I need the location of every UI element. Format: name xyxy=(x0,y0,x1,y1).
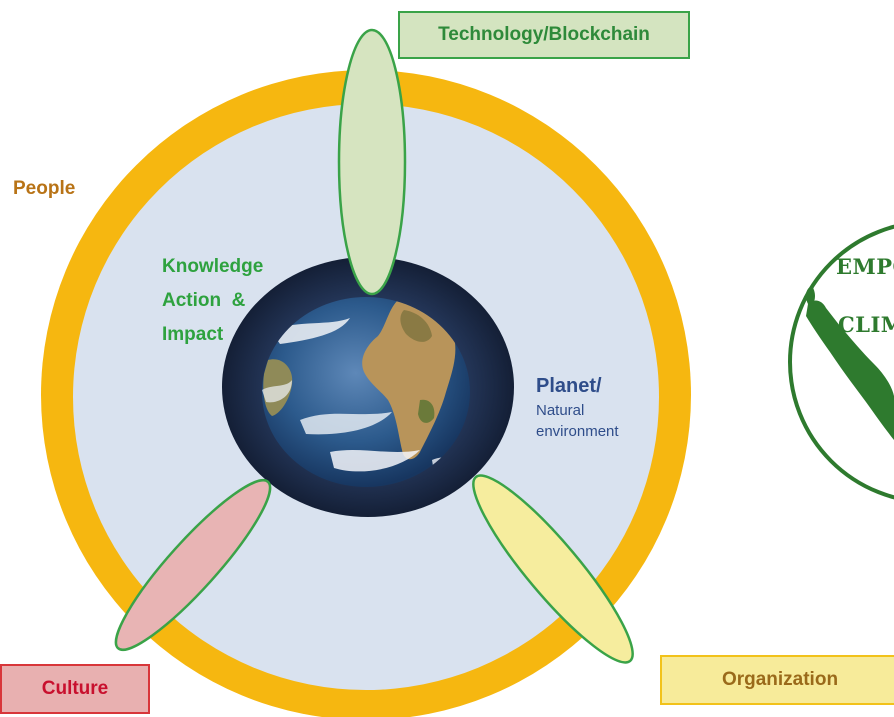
earth-globe-icon xyxy=(262,297,470,487)
organization-label: Organization xyxy=(721,669,839,690)
planet-title: Planet/ xyxy=(536,375,602,397)
planet-subtitle-line1: Natural xyxy=(536,402,585,419)
technology-label-box: Technology/Blockchain xyxy=(398,11,690,59)
logo-emblem xyxy=(788,224,894,500)
technology-petal xyxy=(337,28,407,296)
knowledge-action-impact-label: Knowledge Action & Impact xyxy=(162,250,263,352)
technology-label: Technology/Blockchain xyxy=(438,24,650,45)
planet-subtitle-line2: environment xyxy=(536,423,619,440)
culture-petal xyxy=(114,478,272,652)
planet-label: Planet/ Natural environment xyxy=(536,372,619,442)
planet-subtitle: Natural environment xyxy=(536,400,619,442)
raised-arm-figure-icon xyxy=(806,300,894,440)
action-line: Action & xyxy=(162,290,246,311)
culture-label-box: Culture xyxy=(0,664,150,714)
organization-petal xyxy=(472,474,634,664)
knowledge-line: Knowledge xyxy=(162,256,264,277)
organization-label-box: Organization xyxy=(660,655,894,705)
people-label: People xyxy=(13,178,76,199)
impact-line: Impact xyxy=(162,324,224,345)
logo-text-line1: EMPO xyxy=(836,254,894,279)
logo-text-line2: CLIM xyxy=(838,312,894,337)
culture-label: Culture xyxy=(41,678,109,699)
